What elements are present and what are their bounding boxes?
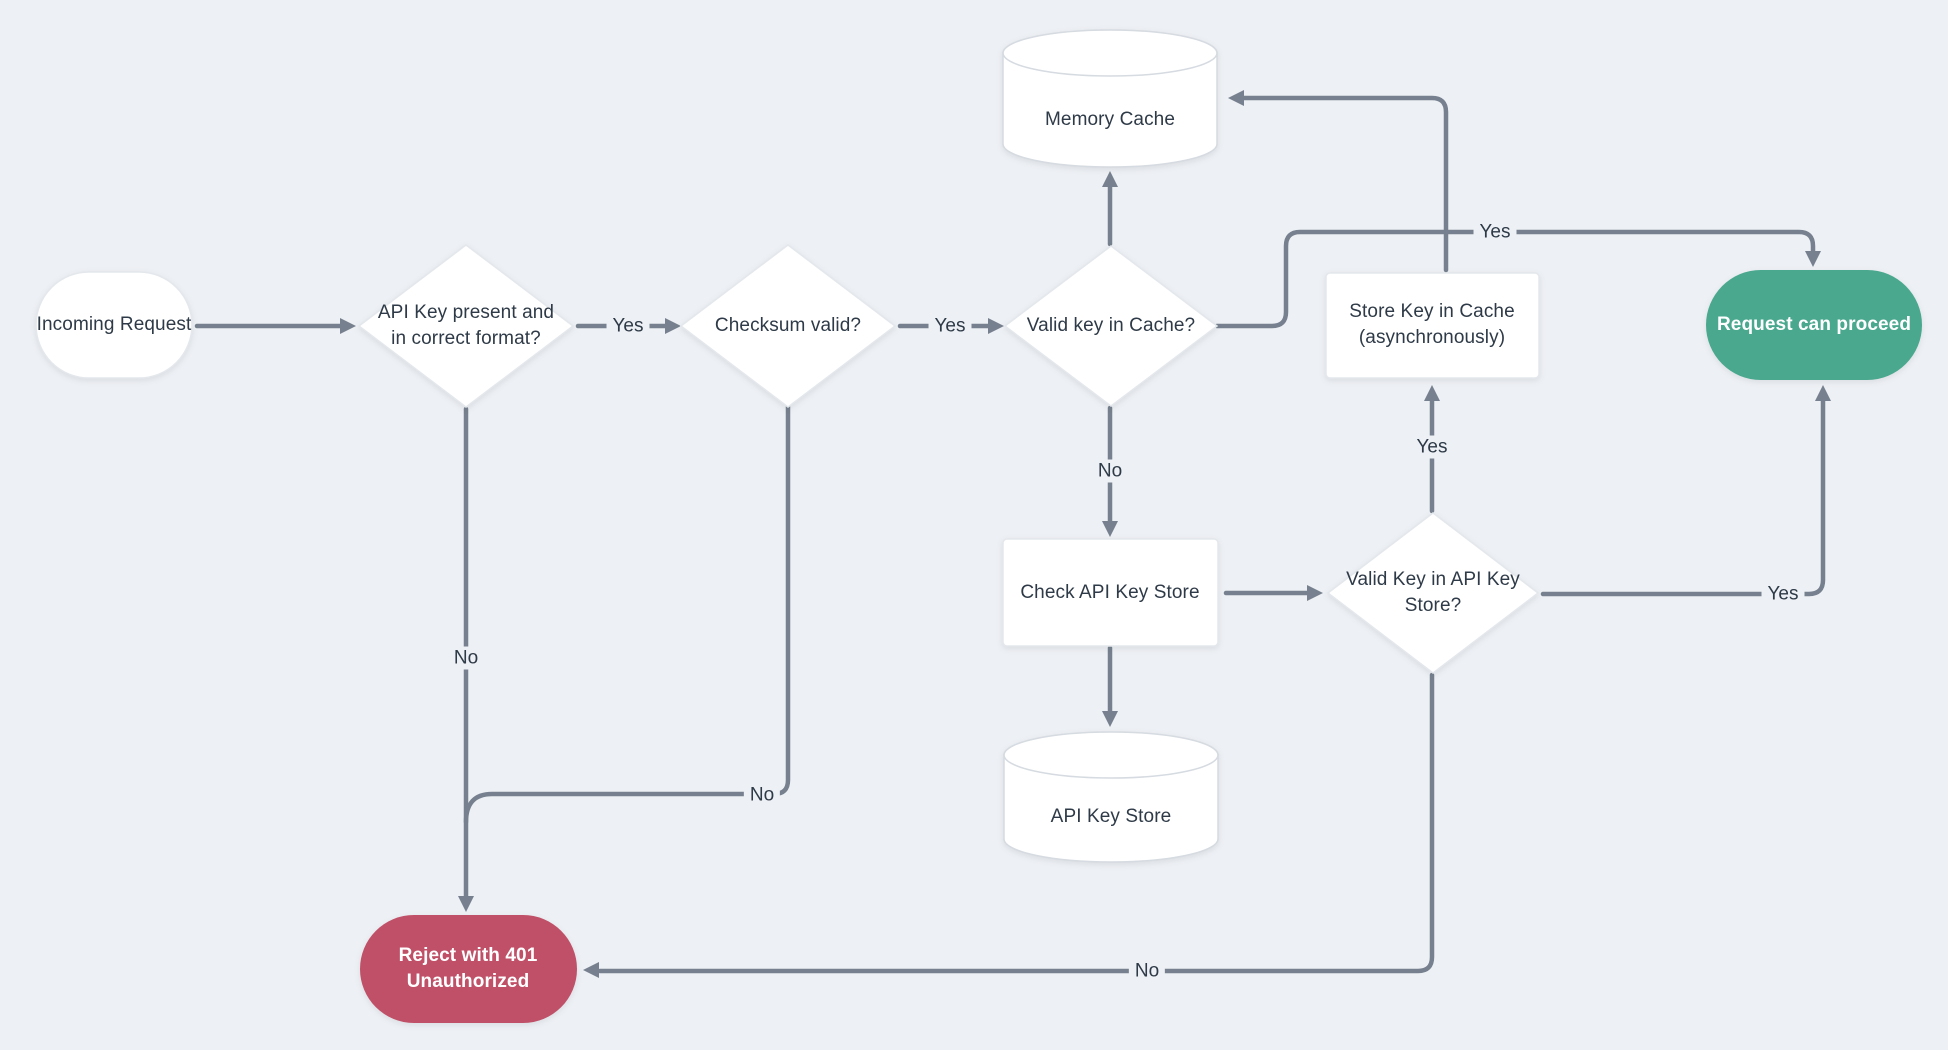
- edge-storekey-to-memorycache: [1240, 95, 1449, 273]
- edge-checksum-no-join: [463, 404, 791, 825]
- check-api-store-label: Check API Key Store: [1020, 582, 1200, 603]
- incoming-request-label: Incoming Request: [36, 314, 192, 335]
- memory-cache-shape: [1002, 52, 1218, 168]
- edge-label-checksum-yes: Yes: [928, 314, 972, 338]
- arrowhead: [1307, 585, 1323, 601]
- edge-label-store-no: No: [1128, 959, 1166, 983]
- reject-401-shape: [360, 915, 577, 1023]
- checksum-valid-label: Checksum valid?: [714, 315, 862, 336]
- reject-401-label: Reject with 401 Unauthorized: [398, 945, 538, 992]
- arrowhead: [1805, 251, 1821, 267]
- edge-label-format-no: No: [447, 646, 485, 670]
- check-format-label: API Key present and in correct format?: [377, 302, 555, 349]
- arrowhead: [340, 318, 356, 334]
- valid-key-store-shape: [1326, 512, 1540, 674]
- edge-label-cache-top-yes: Yes: [1473, 220, 1517, 244]
- arrowhead: [1815, 385, 1831, 401]
- edge-label-store-up-yes: Yes: [1410, 435, 1454, 459]
- arrowheads-layer: [340, 90, 1831, 978]
- edge-cache-yes-to-proceed: [1214, 229, 1816, 329]
- api-key-store-label: API Key Store: [1050, 806, 1172, 827]
- api-key-store-top: [1003, 731, 1219, 779]
- valid-key-store-label: Valid Key in API Key Store?: [1346, 569, 1520, 616]
- arrowhead: [1102, 711, 1118, 727]
- memory-cache-top: [1002, 29, 1218, 77]
- arrowhead: [665, 318, 681, 334]
- store-key-cache-label: Store Key in Cache (asynchronously): [1349, 301, 1515, 348]
- edge-label-format-yes: Yes: [606, 314, 650, 338]
- arrowhead: [1102, 521, 1118, 537]
- request-proceed-label: Request can proceed: [1716, 314, 1912, 335]
- valid-key-cache-shape: [1003, 245, 1219, 407]
- edge-validstore-no-to-reject: [597, 672, 1435, 974]
- memory-cache-label: Memory Cache: [1044, 109, 1176, 130]
- api-key-store-shape: [1003, 754, 1219, 863]
- arrowhead: [988, 318, 1004, 334]
- arrowhead: [1228, 90, 1244, 106]
- arrowhead: [583, 962, 599, 978]
- arrowhead: [1424, 385, 1440, 401]
- check-api-store-shape: [1002, 538, 1219, 647]
- arrowhead: [458, 896, 474, 912]
- arrowhead: [1102, 171, 1118, 187]
- edge-label-cache-no: No: [1091, 459, 1129, 483]
- valid-key-cache-label: Valid key in Cache?: [1026, 315, 1196, 336]
- store-key-cache-shape: [1325, 272, 1540, 379]
- nodes-layer: [35, 29, 1922, 1023]
- incoming-request-shape: [35, 271, 193, 379]
- request-proceed-shape: [1706, 270, 1922, 380]
- edge-label-store-right-yes: Yes: [1761, 582, 1805, 606]
- checksum-valid-shape: [679, 244, 897, 408]
- edge-label-checksum-no: No: [743, 783, 781, 807]
- check-format-shape: [357, 244, 575, 408]
- edge-validstore-yes-to-proceed: [1540, 397, 1826, 597]
